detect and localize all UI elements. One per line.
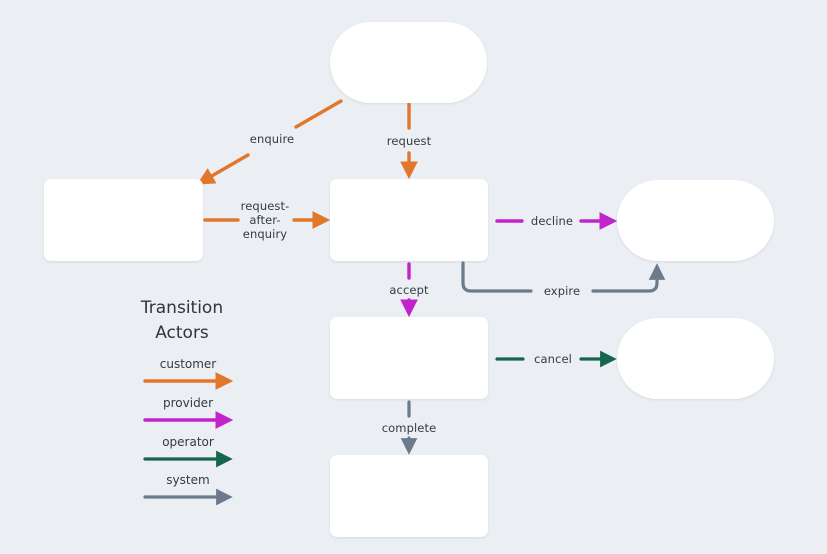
edge-label-request-after-enquiry: request- after- enquiry — [240, 199, 290, 241]
state-node-cancelled[interactable] — [617, 318, 774, 399]
state-node-enquiry[interactable] — [44, 179, 203, 261]
legend-label-customer: customer — [159, 357, 217, 371]
edge-label-accept: accept — [389, 283, 429, 297]
edge-label-decline: decline — [530, 214, 574, 228]
state-node-start[interactable] — [330, 22, 487, 103]
edge-label-enquire: enquire — [249, 132, 295, 146]
legend-label-operator: operator — [162, 435, 214, 449]
edge-path-expire-right — [591, 263, 666, 293]
edge-path-enquire — [294, 99, 343, 129]
edge-label-expire: expire — [543, 284, 581, 298]
edge-path-expire-left — [461, 261, 533, 293]
state-node-requested[interactable] — [330, 179, 488, 261]
edge-label-cancel: cancel — [534, 352, 572, 366]
legend-title: Transition Actors — [140, 298, 224, 343]
legend-label-system: system — [166, 473, 210, 487]
state-node-completed[interactable] — [330, 455, 488, 537]
edge-label-request: request — [386, 134, 432, 148]
legend-label-provider: provider — [163, 396, 213, 410]
edge-label-complete: complete — [381, 421, 437, 435]
state-node-accepted[interactable] — [330, 317, 488, 399]
state-node-declined[interactable] — [617, 180, 774, 261]
edge-path-enquire-arrow — [196, 153, 250, 185]
